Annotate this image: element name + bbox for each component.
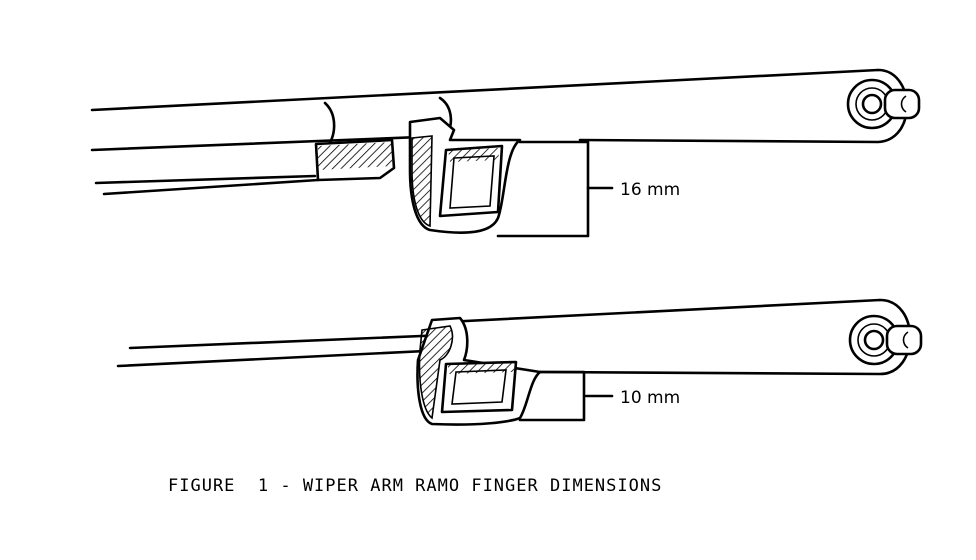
upper-dimension-label: 16 mm xyxy=(620,180,680,200)
lower-dimension: 10 mm xyxy=(584,388,680,408)
figure-caption: FIGURE 1 - WIPER ARM RAMO FINGER DIMENSI… xyxy=(168,476,663,496)
lower-wiper-arm xyxy=(116,298,923,426)
upper-dimension: 16 mm xyxy=(586,180,680,200)
lower-dimension-label: 10 mm xyxy=(620,388,680,408)
upper-wiper-arm xyxy=(90,68,921,238)
